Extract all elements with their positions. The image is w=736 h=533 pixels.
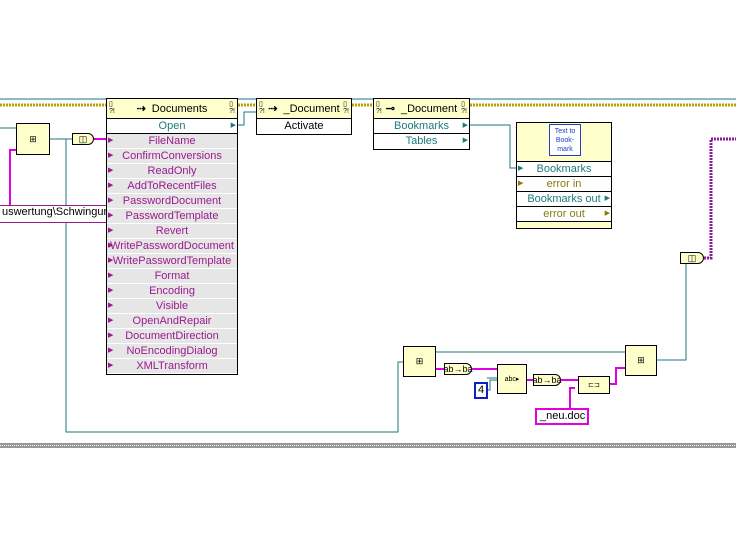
method-param-writepassworddocument[interactable]: ▶WritePasswordDocument: [107, 239, 237, 254]
to-refnum-node-2[interactable]: ◫: [680, 252, 704, 264]
method-param-revert[interactable]: ▶Revert: [107, 224, 237, 239]
documents-invoke-node[interactable]: ▯?!⇢Documents▯?! Open▶▶FileName▶ConfirmC…: [106, 98, 238, 375]
node-title: _Document: [400, 102, 458, 115]
method-param-visible[interactable]: ▶Visible: [107, 299, 237, 314]
refnum-wire: [0, 98, 736, 433]
string-to-byte-array-2[interactable]: ab→ba: [532, 374, 562, 386]
string-constant[interactable]: _neu.doc: [535, 408, 589, 425]
method-param-noencodingdialog[interactable]: ▶NoEncodingDialog: [107, 344, 237, 359]
node-title: Documents: [151, 102, 208, 115]
method-param-filename[interactable]: ▶FileName: [107, 134, 237, 149]
property-tables[interactable]: Tables▶: [374, 134, 469, 149]
bundle-node-2[interactable]: ⊞: [403, 346, 436, 377]
to-refnum-node[interactable]: ◫: [72, 133, 94, 145]
node-title: _Document: [283, 102, 340, 115]
method-param-passwordtemplate[interactable]: ▶PasswordTemplate: [107, 209, 237, 224]
terminal-bookmarks-out[interactable]: Bookmarks out▶: [517, 192, 611, 207]
method-param-format[interactable]: ▶Format: [107, 269, 237, 284]
property-key-icon: ⊸: [385, 103, 395, 115]
activate-invoke-node[interactable]: ▯?!⇢_Document▯?! Activate: [256, 98, 352, 135]
method-param-openandrepair[interactable]: ▶OpenAndRepair: [107, 314, 237, 329]
invoke-arrow-icon: ⇢: [268, 103, 278, 115]
numeric-constant[interactable]: 4: [474, 382, 489, 399]
method-param-xmltransform[interactable]: ▶XMLTransform: [107, 359, 237, 374]
terminal-bookmarks[interactable]: ▶Bookmarks: [517, 162, 611, 177]
subvi-icon: Text to Book-mark: [549, 124, 581, 156]
method-param-addtorecentfiles[interactable]: ▶AddToRecentFiles: [107, 179, 237, 194]
string-subset-node[interactable]: abc▸: [497, 364, 527, 394]
string-to-byte-array-1[interactable]: ab→ba: [443, 363, 473, 375]
concatenate-strings-node[interactable]: ⊏⊐: [578, 376, 610, 394]
method-param-readonly[interactable]: ▶ReadOnly: [107, 164, 237, 179]
terminal-error-out[interactable]: error out▶: [517, 207, 611, 222]
bundle-node[interactable]: ⊞: [16, 123, 50, 155]
method-activate[interactable]: Activate: [257, 119, 351, 134]
method-param-confirmconversions[interactable]: ▶ConfirmConversions: [107, 149, 237, 164]
property-bookmarks[interactable]: Bookmarks▶: [374, 119, 469, 134]
method-param-open[interactable]: Open▶: [107, 119, 237, 134]
terminal-error-in[interactable]: ▶error in: [517, 177, 611, 192]
method-param-documentdirection[interactable]: ▶DocumentDirection: [107, 329, 237, 344]
invoke-arrow-icon: ⇢: [136, 103, 146, 115]
method-param-passworddocument[interactable]: ▶PasswordDocument: [107, 194, 237, 209]
path-constant[interactable]: uswertung\Schwingung: [0, 205, 108, 223]
method-param-writepasswordtemplate[interactable]: ▶WritePasswordTemplate: [107, 254, 237, 269]
method-param-encoding[interactable]: ▶Encoding: [107, 284, 237, 299]
bundle-node-3[interactable]: ⊞: [625, 345, 657, 376]
document-property-node[interactable]: ▯?!⊸_Document▯?! Bookmarks▶ Tables▶: [373, 98, 470, 150]
